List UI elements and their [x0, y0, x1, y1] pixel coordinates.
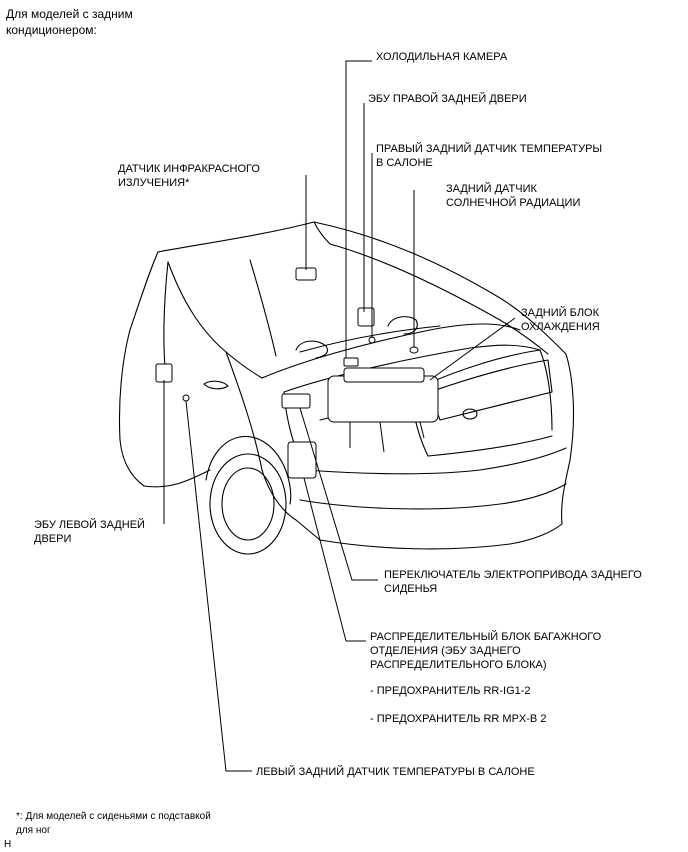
header-line-2: кондиционером: [6, 23, 97, 37]
seat-switch-part [281, 393, 311, 409]
label-cooling-unit-line-2: ОХЛАЖДЕНИЯ [521, 321, 600, 333]
label-fuse-rr-mpx-b-2: - ПРЕДОХРАНИТЕЛЬ RR MPX-B 2 [370, 713, 547, 725]
label-rr-temp-sensor-line-2: В САЛОНЕ [376, 157, 433, 169]
solar-sensor-part [409, 346, 419, 354]
label-solar-sensor-line-1: ЗАДНИЙ ДАТЧИК [446, 183, 537, 195]
figure-code: H [4, 839, 12, 850]
label-rl-door-ecu-line-2: ДВЕРИ [34, 533, 72, 545]
footnote-line-1: *: Для моделей с сиденьями с подставкой [16, 811, 211, 822]
rr-door-ecu-part [357, 307, 375, 327]
label-fuse-rr-ig1-2: - ПРЕДОХРАНИТЕЛЬ RR-IG1-2 [370, 685, 531, 697]
label-seat-switch-line-1: ПЕРЕКЛЮЧАТЕЛЬ ЭЛЕКТРОПРИВОДА ЗАДНЕГО [384, 569, 642, 581]
label-luggage-jb-line-3: РАСПРЕДЕЛИТЕЛЬНОГО БЛОКА) [370, 659, 547, 671]
rear-cooling-unit-part [327, 375, 439, 423]
label-luggage-jb-line-1: РАСПРЕДЕЛИТЕЛЬНЫЙ БЛОК БАГАЖНОГО [370, 631, 602, 643]
label-cooling-unit-line-1: ЗАДНИЙ БЛОК [521, 307, 600, 319]
header-line-1: Для моделей с задним [6, 7, 133, 21]
label-rr-door-ecu: ЭБУ ПРАВОЙ ЗАДНЕЙ ДВЕРИ [368, 93, 527, 105]
rl-door-ecu-part [155, 363, 173, 383]
footnote-line-2: для ног [16, 825, 51, 836]
label-seat-switch-line-2: СИДЕНЬЯ [384, 583, 438, 595]
label-rl-temp-sensor: ЛЕВЫЙ ЗАДНИЙ ДАТЧИК ТЕМПЕРАТУРЫ В САЛОНЕ [256, 766, 535, 778]
rl-temp-sensor-part [182, 394, 190, 402]
label-rl-door-ecu-line-1: ЭБУ ЛЕВОЙ ЗАДНЕЙ [34, 519, 145, 531]
label-ir-sensor-line-2: ИЗЛУЧЕНИЯ* [118, 177, 190, 189]
label-rr-temp-sensor-line-1: ПРАВЫЙ ЗАДНИЙ ДАТЧИК ТЕМПЕРАТУРЫ [376, 143, 603, 155]
label-ir-sensor-line-1: ДАТЧИК ИНФРАКРАСНОГО [118, 163, 260, 175]
cold-chamber-part [343, 357, 359, 367]
label-solar-sensor-line-2: СОЛНЕЧНОЙ РАДИАЦИИ [446, 197, 581, 209]
label-cold-chamber: ХОЛОДИЛЬНАЯ КАМЕРА [376, 51, 508, 63]
label-luggage-jb-line-2: ОТДЕЛЕНИЯ (ЭБУ ЗАДНЕГО [370, 645, 521, 657]
